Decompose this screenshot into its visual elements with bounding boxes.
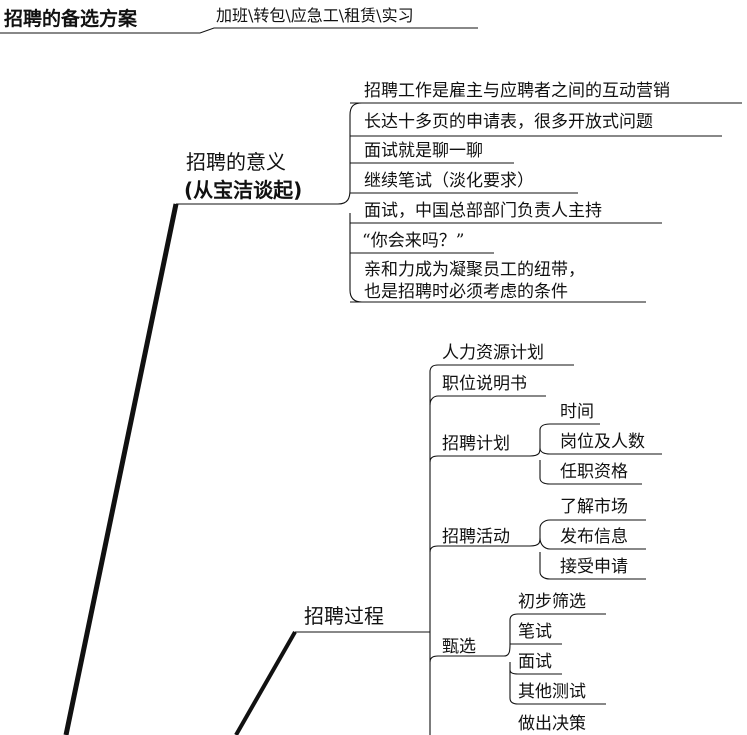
meaning-brace xyxy=(337,102,363,303)
selection-item: 初步筛选 xyxy=(518,592,586,612)
page-title: 招聘的备选方案 xyxy=(4,8,138,30)
meaning-item: 长达十多页的申请表，很多开放式问题 xyxy=(364,112,653,132)
meaning-item: 亲和力成为凝聚员工的纽带， xyxy=(364,260,585,280)
meaning-item: 面试就是聊一聊 xyxy=(364,141,483,161)
selection-item: 笔试 xyxy=(518,622,552,642)
plan-item: 任职资格 xyxy=(560,462,628,482)
meaning-item: 继续笔试（淡化要求） xyxy=(364,171,534,191)
alternatives-list: 加班\转包\应急工\租赁\实习 xyxy=(216,6,414,25)
meaning-item: 也是招聘时必须考虑的条件 xyxy=(364,282,568,302)
meaning-item: “你会来吗？” xyxy=(362,231,465,251)
trunk-to-process xyxy=(234,631,297,735)
process-item-selection: 甄选 xyxy=(442,637,476,657)
title-underline xyxy=(0,27,478,34)
activity-item: 发布信息 xyxy=(560,527,628,547)
selection-item: 面试 xyxy=(518,652,552,672)
selection-item: 其他测试 xyxy=(518,682,586,702)
meaning-label-line2: (从宝洁谈起) xyxy=(184,178,303,202)
process-item-plan: 招聘计划 xyxy=(442,434,510,454)
trunk-to-meaning xyxy=(63,203,179,735)
meaning-item: 面试，中国总部部门负责人主持 xyxy=(364,201,602,221)
activity-item: 了解市场 xyxy=(560,497,628,517)
process-label: 招聘过程 xyxy=(304,604,384,628)
meaning-label-line1: 招聘的意义 xyxy=(186,150,286,174)
process-item-job-desc: 职位说明书 xyxy=(442,374,527,394)
process-item-activity: 招聘活动 xyxy=(442,527,510,547)
activity-item: 接受申请 xyxy=(560,557,628,577)
plan-item: 岗位及人数 xyxy=(560,432,645,452)
process-item-hr-plan: 人力资源计划 xyxy=(442,343,544,363)
meaning-item: 招聘工作是雇主与应聘者之间的互动营销 xyxy=(364,81,670,101)
plan-item: 时间 xyxy=(560,402,594,422)
process-item-decision: 做出决策 xyxy=(518,714,586,734)
